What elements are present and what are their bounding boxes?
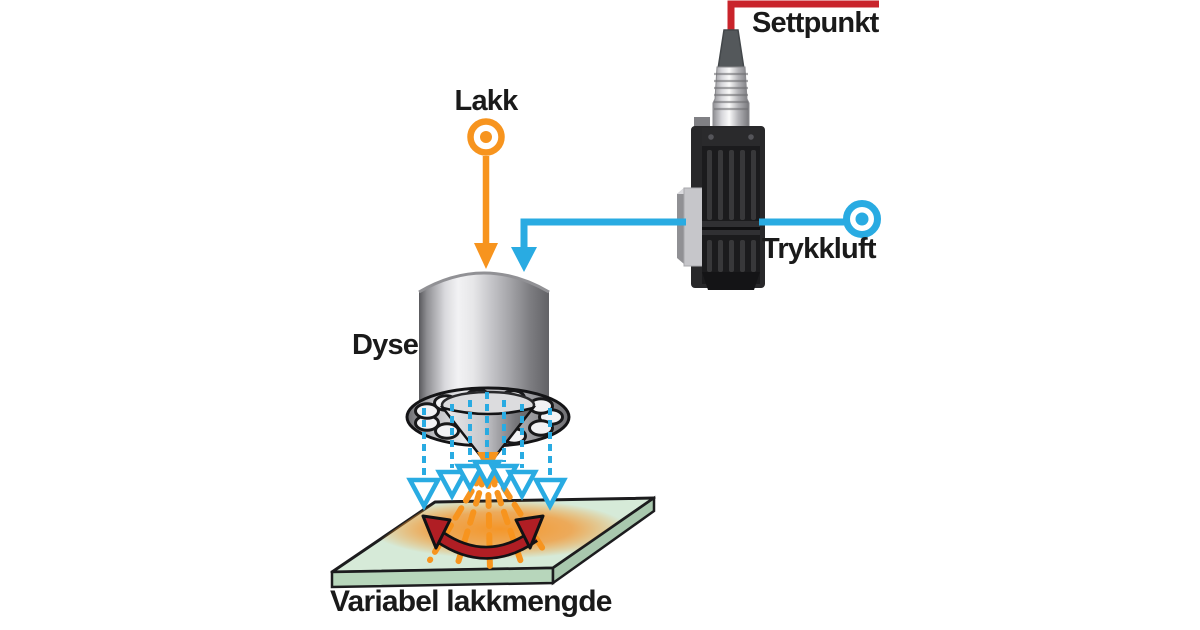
nozzle-body — [418, 271, 550, 412]
setpoint-label: Settpunkt — [752, 7, 879, 39]
air-line — [520, 218, 686, 249]
paint-label: Lakk — [454, 85, 519, 117]
paint-flow-arrow — [474, 243, 498, 269]
air-flow-arrow — [511, 247, 537, 272]
variable-amount-label: Variabel lakkmengde — [330, 585, 612, 618]
cable-strain-relief — [717, 29, 745, 70]
paint-source-icon — [467, 118, 505, 156]
air-spray-arrowheads — [406, 459, 568, 511]
oscillation-arrow — [421, 514, 545, 560]
connector-ribs — [714, 72, 748, 111]
workpiece-plate — [330, 495, 656, 589]
cable-connector — [712, 66, 750, 132]
air-spray-lines — [422, 392, 552, 478]
regulator-fins — [707, 150, 756, 272]
regulator-body — [702, 128, 760, 290]
compressed-air-label: Trykkluft — [762, 233, 876, 265]
plate-right-face — [551, 495, 656, 586]
pressure-regulator — [677, 29, 765, 290]
nozzle-label: Dyse — [352, 329, 419, 361]
setpoint-line — [727, 0, 879, 32]
air-source-icon — [843, 200, 881, 238]
